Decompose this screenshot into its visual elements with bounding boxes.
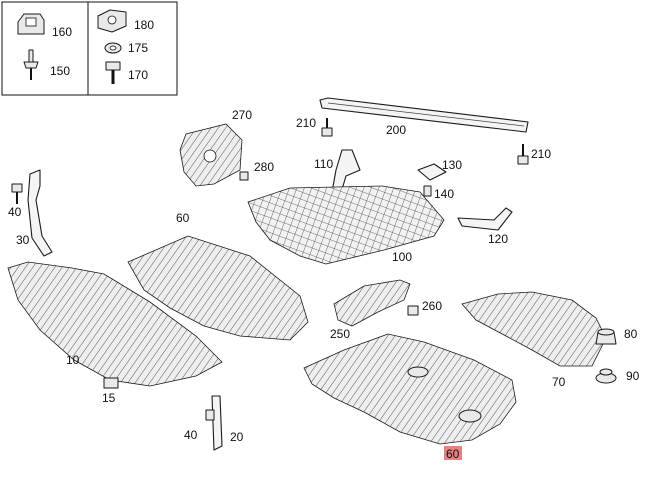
legend-label-180: 180 [134,18,154,32]
legend-label-170: 170 [128,68,148,82]
part-label-40a: 40 [8,205,22,219]
part-label-70: 70 [552,375,566,389]
bolt-icon [423,185,432,197]
part-label-100: 100 [392,250,412,264]
highlight-badge [444,446,462,460]
part-label-110: 110 [314,157,333,171]
part-110-bracket [331,149,361,197]
part-label-140: 140 [434,187,454,201]
legend-label-150: 150 [50,64,70,78]
bolt-icon [517,144,529,165]
part-120-bracket [457,207,513,231]
bolt-icon [407,305,419,316]
part-60-bottom-panel [303,333,517,445]
part-label-40b: 40 [184,428,198,442]
part-10-panel [7,261,223,387]
part-label-15: 15 [102,391,116,405]
legend-box: 160 150 180 175 170 [1,1,178,96]
part-200-strut [319,97,529,133]
part-label-260: 260 [422,299,442,313]
bolt-icon [105,61,121,84]
part-label-20: 20 [230,430,244,444]
part-label-10: 10 [66,353,80,367]
part-label-60b: 60 [446,447,460,461]
part-label-60a: 60 [176,211,190,225]
part-label-250: 250 [330,327,350,341]
washer-icon [104,42,122,54]
legend-label-160: 160 [52,25,72,39]
part-20-bracket [205,395,223,451]
part-label-270: 270 [232,108,252,122]
part-30-bracket [27,169,53,257]
part-270-cover [179,123,243,187]
bolt-icon [239,171,249,181]
part-100-panel [247,185,445,265]
clip-icon [103,377,119,389]
clip-icon [17,13,45,35]
bolt-icon [11,183,23,204]
part-label-200: 200 [386,123,406,137]
part-label-30: 30 [16,233,30,247]
part-70-panel [461,291,607,367]
legend-label-175: 175 [128,41,148,55]
part-label-120: 120 [488,232,508,246]
nut-clip-icon [97,9,127,33]
mount-icon [595,368,617,384]
mount-icon [595,328,617,345]
part-label-210a: 210 [296,116,316,130]
part-250-bracket [333,279,411,327]
part-60-panel [127,235,309,341]
part-130-plate [417,163,447,181]
part-label-90: 90 [626,369,640,383]
part-label-280: 280 [254,160,274,174]
part-label-130: 130 [442,158,462,172]
part-label-80: 80 [624,327,638,341]
part-label-210b: 210 [531,147,551,161]
screw-icon [23,49,39,80]
bolt-icon [321,118,333,137]
